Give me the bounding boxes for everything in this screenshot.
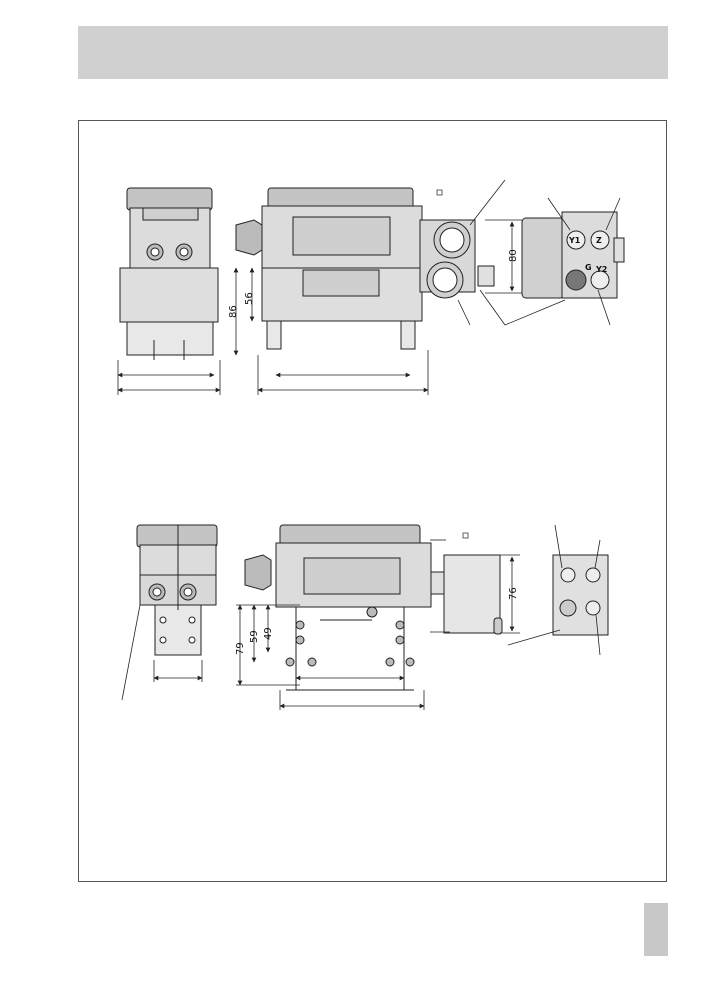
port-y2-label: Y2 <box>595 265 607 274</box>
top-gauge-block <box>419 219 495 299</box>
dim-76: 76 <box>508 587 519 600</box>
dim-49: 49 <box>263 627 274 640</box>
square-symbol-top <box>436 189 443 196</box>
top-side-dimension-lines <box>233 267 429 395</box>
top-gauge-dimension <box>457 179 566 326</box>
page-tab <box>644 903 668 956</box>
port-z-label: Z <box>596 236 602 245</box>
bottom-attachment-dimension <box>430 539 520 634</box>
bottom-connection-block <box>552 554 609 636</box>
bottom-connection-leaders <box>507 524 601 656</box>
dim-59: 59 <box>249 630 260 643</box>
bottom-attachment-box <box>443 554 503 635</box>
top-connection-block <box>521 211 625 299</box>
dim-79: 79 <box>235 642 246 655</box>
bottom-front-view <box>136 524 218 656</box>
drawing-frame <box>78 120 667 882</box>
top-connection-leaders <box>547 197 621 326</box>
top-front-dimension-lines <box>117 360 221 395</box>
top-front-view <box>119 187 219 360</box>
bottom-side-view <box>244 524 447 691</box>
dim-80: 80 <box>508 249 519 262</box>
top-side-view <box>235 187 423 350</box>
bottom-side-dimension-lines <box>236 604 425 710</box>
port-g-label: G <box>585 263 592 272</box>
square-symbol-bottom <box>462 532 469 539</box>
dim-86: 86 <box>228 305 239 318</box>
dim-56: 56 <box>244 292 255 305</box>
port-y1-label: Y1 <box>568 236 581 245</box>
header-band <box>78 26 668 79</box>
bottom-front-dimension-lines <box>121 604 203 701</box>
